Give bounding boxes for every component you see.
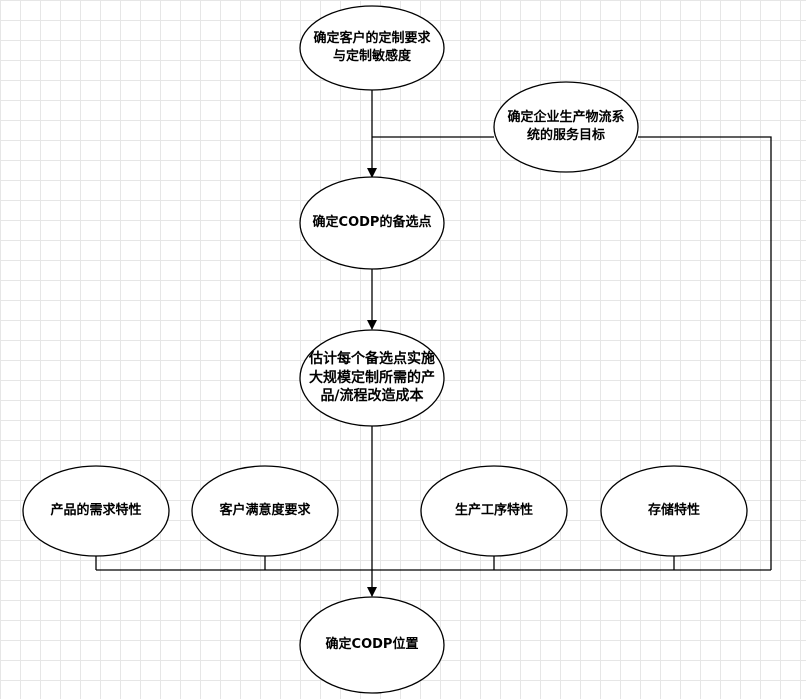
nodes [22,5,748,694]
node-text: 确定企业生产物流系统的服务目标 [507,109,624,144]
node-text-line: 品/流程改造成本 [320,388,424,405]
node-text: 确定客户的定制要求与定制敏感度 [313,30,430,65]
node-cost-estimate-label: 估计每个备选点实施大规模定制所需的产品/流程改造成本 [298,340,446,416]
node-text-line: 与定制敏感度 [332,49,411,64]
node-satisfaction-req-label: 客户满意度要求 [195,478,335,544]
node-text-line: 统的服务目标 [526,128,605,143]
node-text-line: 确定CODP位置 [325,637,419,653]
node-text: 确定CODP的备选点 [313,214,432,232]
node-text-line: 估计每个备选点实施 [309,350,435,367]
node-customer-req-label: 确定客户的定制要求与定制敏感度 [302,12,442,84]
node-logistics-goal-shape [493,81,639,173]
node-process-char-shape [420,465,568,557]
node-text-line: 确定CODP的备选点 [312,215,432,231]
node-storage-char-shape [600,465,748,557]
node-text: 确定CODP位置 [326,636,419,654]
node-text: 生产工序特性 [455,502,533,520]
node-process-char-label: 生产工序特性 [424,478,564,544]
node-text-line: 确定企业生产物流系 [507,110,625,126]
node-text: 估计每个备选点实施大规模定制所需的产品/流程改造成本 [309,350,435,407]
node-text-line: 客户满意度要求 [219,503,311,519]
node-text-line: 产品的需求特性 [50,503,142,519]
node-logistics-goal-label: 确定企业生产物流系统的服务目标 [496,92,636,162]
node-storage-char-label: 存储特性 [604,478,744,544]
node-demand-char-label: 产品的需求特性 [26,478,166,544]
node-text-line: 大规模定制所需的产 [309,369,435,386]
node-satisfaction-req-shape [191,465,339,557]
node-codp-candidates-shape [299,176,445,270]
node-demand-char-shape [22,465,170,557]
node-text: 客户满意度要求 [219,502,310,520]
node-text-line: 存储特性 [647,503,700,519]
node-text-line: 生产工序特性 [454,503,533,519]
connectors [95,89,772,597]
node-cost-estimate-shape [299,329,445,427]
node-customer-req-shape [299,5,445,91]
node-text-line: 确定客户的定制要求 [313,31,431,47]
node-codp-candidates-label: 确定CODP的备选点 [302,190,442,256]
node-text: 产品的需求特性 [50,502,141,520]
node-codp-position-label: 确定CODP位置 [302,612,442,678]
node-text: 存储特性 [648,502,700,520]
node-codp-position-shape [299,596,445,694]
edge-logistics-goal-to-bus [638,136,772,570]
